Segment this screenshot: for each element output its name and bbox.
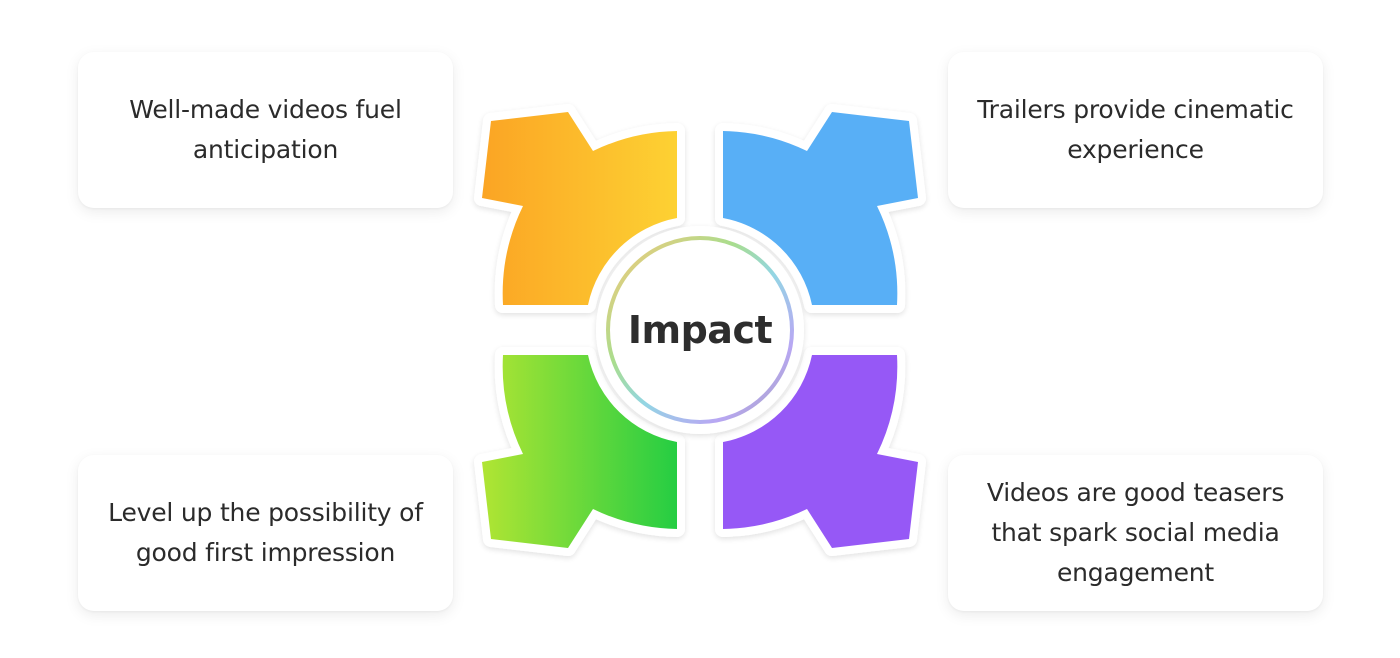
card-bottom-left: Level up the possibility of good first i… bbox=[78, 455, 453, 611]
center-label: Impact bbox=[627, 308, 773, 352]
card-bottom-right: Videos are good teasers that spark socia… bbox=[948, 455, 1323, 611]
card-text-first-impression: Level up the possibility of good first i… bbox=[108, 498, 423, 567]
card-top-left: Well-made videos fuel anticipation bbox=[78, 52, 453, 208]
card-top-right: Trailers provide cinematic experience bbox=[948, 52, 1323, 208]
card-text-cinematic: Trailers provide cinematic experience bbox=[977, 95, 1294, 164]
card-text-social-engagement: Videos are good teasers that spark socia… bbox=[986, 478, 1285, 587]
center-hub bbox=[596, 226, 804, 434]
card-text-anticipation: Well-made videos fuel anticipation bbox=[129, 95, 402, 164]
